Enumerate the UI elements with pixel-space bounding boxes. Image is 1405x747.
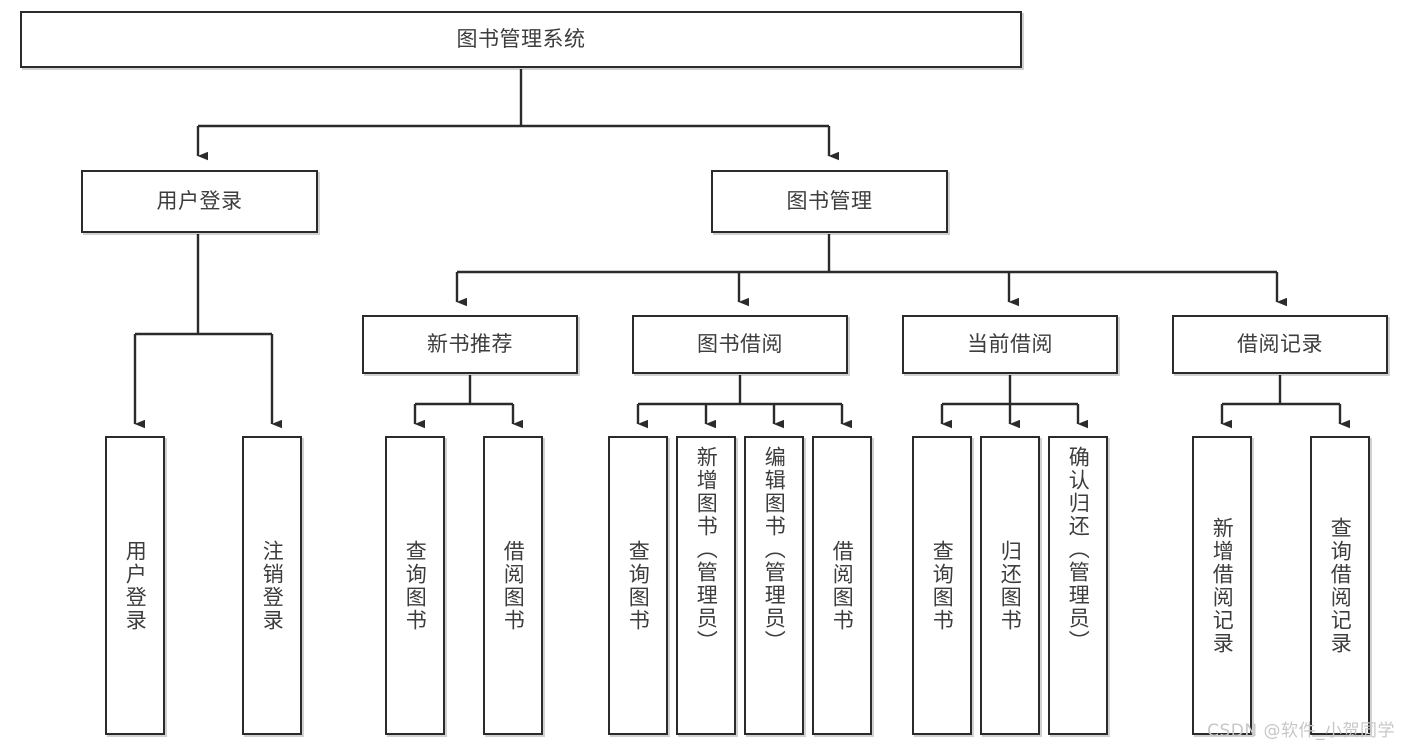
leaf-user-login-logout[interactable]: 注销登录: [242, 436, 302, 735]
node-label: 新书推荐: [427, 332, 513, 357]
node-label: 用户登录: [123, 539, 148, 632]
node-label: 新增借阅记录: [1210, 516, 1235, 655]
watermark-text: CSDN @软件_小贺同学: [1207, 721, 1395, 741]
leaf-book-borrow-query[interactable]: 查询图书: [608, 436, 668, 735]
node-label: 借阅图书: [830, 539, 855, 632]
node-label: 确认归还（管理员）: [1066, 446, 1091, 653]
node-label: 新增图书（管理员）: [694, 446, 719, 653]
node-label: 图书管理: [786, 189, 873, 214]
node-user-login[interactable]: 用户登录: [81, 170, 318, 233]
leaf-book-borrow-add[interactable]: 新增图书（管理员）: [676, 436, 736, 735]
node-new-book-recommend[interactable]: 新书推荐: [362, 315, 578, 374]
node-label: 借阅图书: [501, 539, 526, 632]
leaf-current-borrow-return[interactable]: 归还图书: [980, 436, 1040, 735]
node-book-borrow[interactable]: 图书借阅: [632, 315, 848, 374]
node-book-management[interactable]: 图书管理: [711, 170, 948, 233]
leaf-borrow-record-query[interactable]: 查询借阅记录: [1310, 436, 1370, 735]
leaf-book-borrow-borrow[interactable]: 借阅图书: [812, 436, 872, 735]
node-label: 编辑图书（管理员）: [762, 446, 787, 653]
leaf-new-book-query[interactable]: 查询图书: [385, 436, 445, 735]
node-label: 查询图书: [403, 539, 428, 632]
node-borrow-record[interactable]: 借阅记录: [1172, 315, 1388, 374]
leaf-book-borrow-edit[interactable]: 编辑图书（管理员）: [744, 436, 804, 735]
node-label: 查询图书: [930, 539, 955, 632]
leaf-new-book-borrow[interactable]: 借阅图书: [483, 436, 543, 735]
node-label: 借阅记录: [1237, 332, 1323, 357]
node-root-system[interactable]: 图书管理系统: [20, 11, 1022, 68]
leaf-user-login-login[interactable]: 用户登录: [105, 436, 165, 735]
node-label: 注销登录: [260, 539, 285, 632]
node-label: 图书借阅: [697, 332, 783, 357]
node-label: 归还图书: [998, 539, 1023, 632]
node-label: 图书管理系统: [456, 27, 586, 52]
node-label: 用户登录: [156, 189, 243, 214]
node-current-borrow[interactable]: 当前借阅: [902, 315, 1118, 374]
node-label: 查询图书: [626, 539, 651, 632]
node-label: 查询借阅记录: [1328, 516, 1353, 655]
leaf-current-borrow-confirm[interactable]: 确认归还（管理员）: [1048, 436, 1108, 735]
leaf-borrow-record-add[interactable]: 新增借阅记录: [1192, 436, 1252, 735]
node-label: 当前借阅: [967, 332, 1053, 357]
leaf-current-borrow-query[interactable]: 查询图书: [912, 436, 972, 735]
